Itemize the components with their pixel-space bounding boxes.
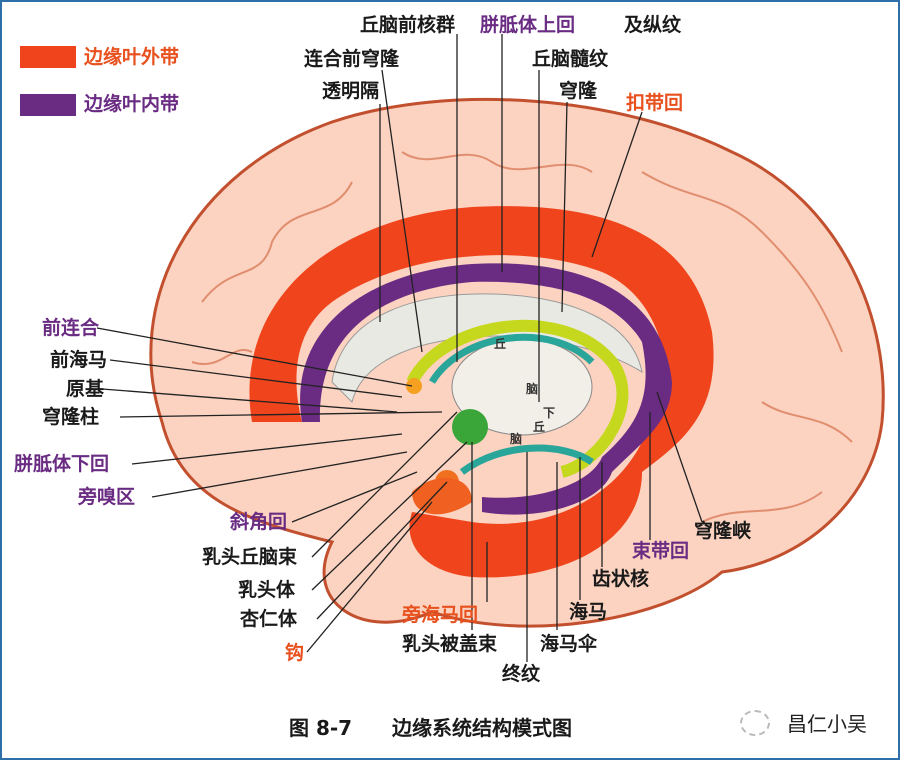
uncus: [412, 478, 472, 515]
label-hypothalamus-3: 脑: [510, 432, 523, 446]
label-mammillotegmental-tract: 乳头被盖束: [402, 633, 498, 655]
anterior-commissure: [406, 378, 422, 394]
figure-number: 图 8-7: [289, 716, 353, 740]
label-mammillothalamic-tract: 乳头丘脑束: [202, 546, 298, 568]
label-thalamus-1: 丘: [494, 337, 507, 351]
label-amygdala: 杏仁体: [240, 608, 298, 630]
label-supracallosal-gyrus: 胼胝体上回: [480, 14, 576, 36]
label-stria-medullaris: 丘脑髓纹: [532, 48, 609, 70]
label-column-of-fornix: 穹隆柱: [42, 406, 100, 428]
label-septum-pellucidum: 透明隔: [322, 80, 380, 102]
legend-swatch-outer: [20, 46, 76, 68]
legend-label-outer: 边缘叶外带: [84, 46, 180, 68]
label-prehippocampal-rudiment-1: 前海马: [50, 349, 108, 371]
label-dentate: 齿状核: [592, 568, 650, 590]
legend-label-inner: 边缘叶内带: [84, 93, 180, 115]
mammillary-body: [452, 409, 488, 445]
fornix-arc-teal: [429, 333, 595, 384]
wechat-icon: [740, 710, 770, 736]
label-hypothalamus-2: 丘: [533, 420, 546, 434]
label-fimbria: 海马伞: [540, 633, 598, 655]
label-anterior-commissure: 前连合: [42, 317, 100, 339]
label-prehippocampal-rudiment-2: 原基: [66, 378, 105, 400]
gyri-texture: [191, 151, 853, 523]
label-parahippocampal-gyrus: 旁海马回: [402, 604, 479, 626]
label-thalamus-2: 脑: [526, 382, 539, 396]
corpus-callosum: [331, 293, 643, 403]
fornix-arc: [406, 319, 629, 478]
label-mammillary-body: 乳头体: [238, 579, 296, 601]
label-fasciolar-gyrus: 束带回: [632, 540, 690, 562]
legend-swatch-inner: [20, 94, 76, 116]
watermark: 昌仁小吴: [787, 712, 867, 736]
label-longitudinal-striae: 及纵纹: [624, 14, 682, 36]
leader-lines: [96, 34, 703, 662]
label-precommissural-fornix: 连合前穹隆: [304, 48, 400, 70]
label-uncus: 钩: [285, 642, 305, 664]
label-fornix: 穹隆: [559, 80, 598, 102]
hippocampus-arc: [459, 444, 594, 475]
figure-title: 边缘系统结构模式图: [392, 716, 572, 740]
label-diagonal-gyrus: 斜角回: [230, 511, 288, 533]
label-cingulate-gyrus: 扣带回: [626, 92, 684, 114]
label-hippocampus: 海马: [569, 601, 608, 623]
label-hypothalamus-1: 下: [543, 406, 556, 420]
label-anterior-thalamic-nuclei: 丘脑前核群: [360, 14, 456, 36]
label-stria-terminalis: 终纹: [502, 663, 541, 685]
label-isthmus: 穹隆峡: [694, 520, 752, 542]
label-paraolfactory-area: 旁嗅区: [78, 486, 136, 508]
label-subcallosal-gyrus: 胼胝体下回: [14, 453, 110, 475]
